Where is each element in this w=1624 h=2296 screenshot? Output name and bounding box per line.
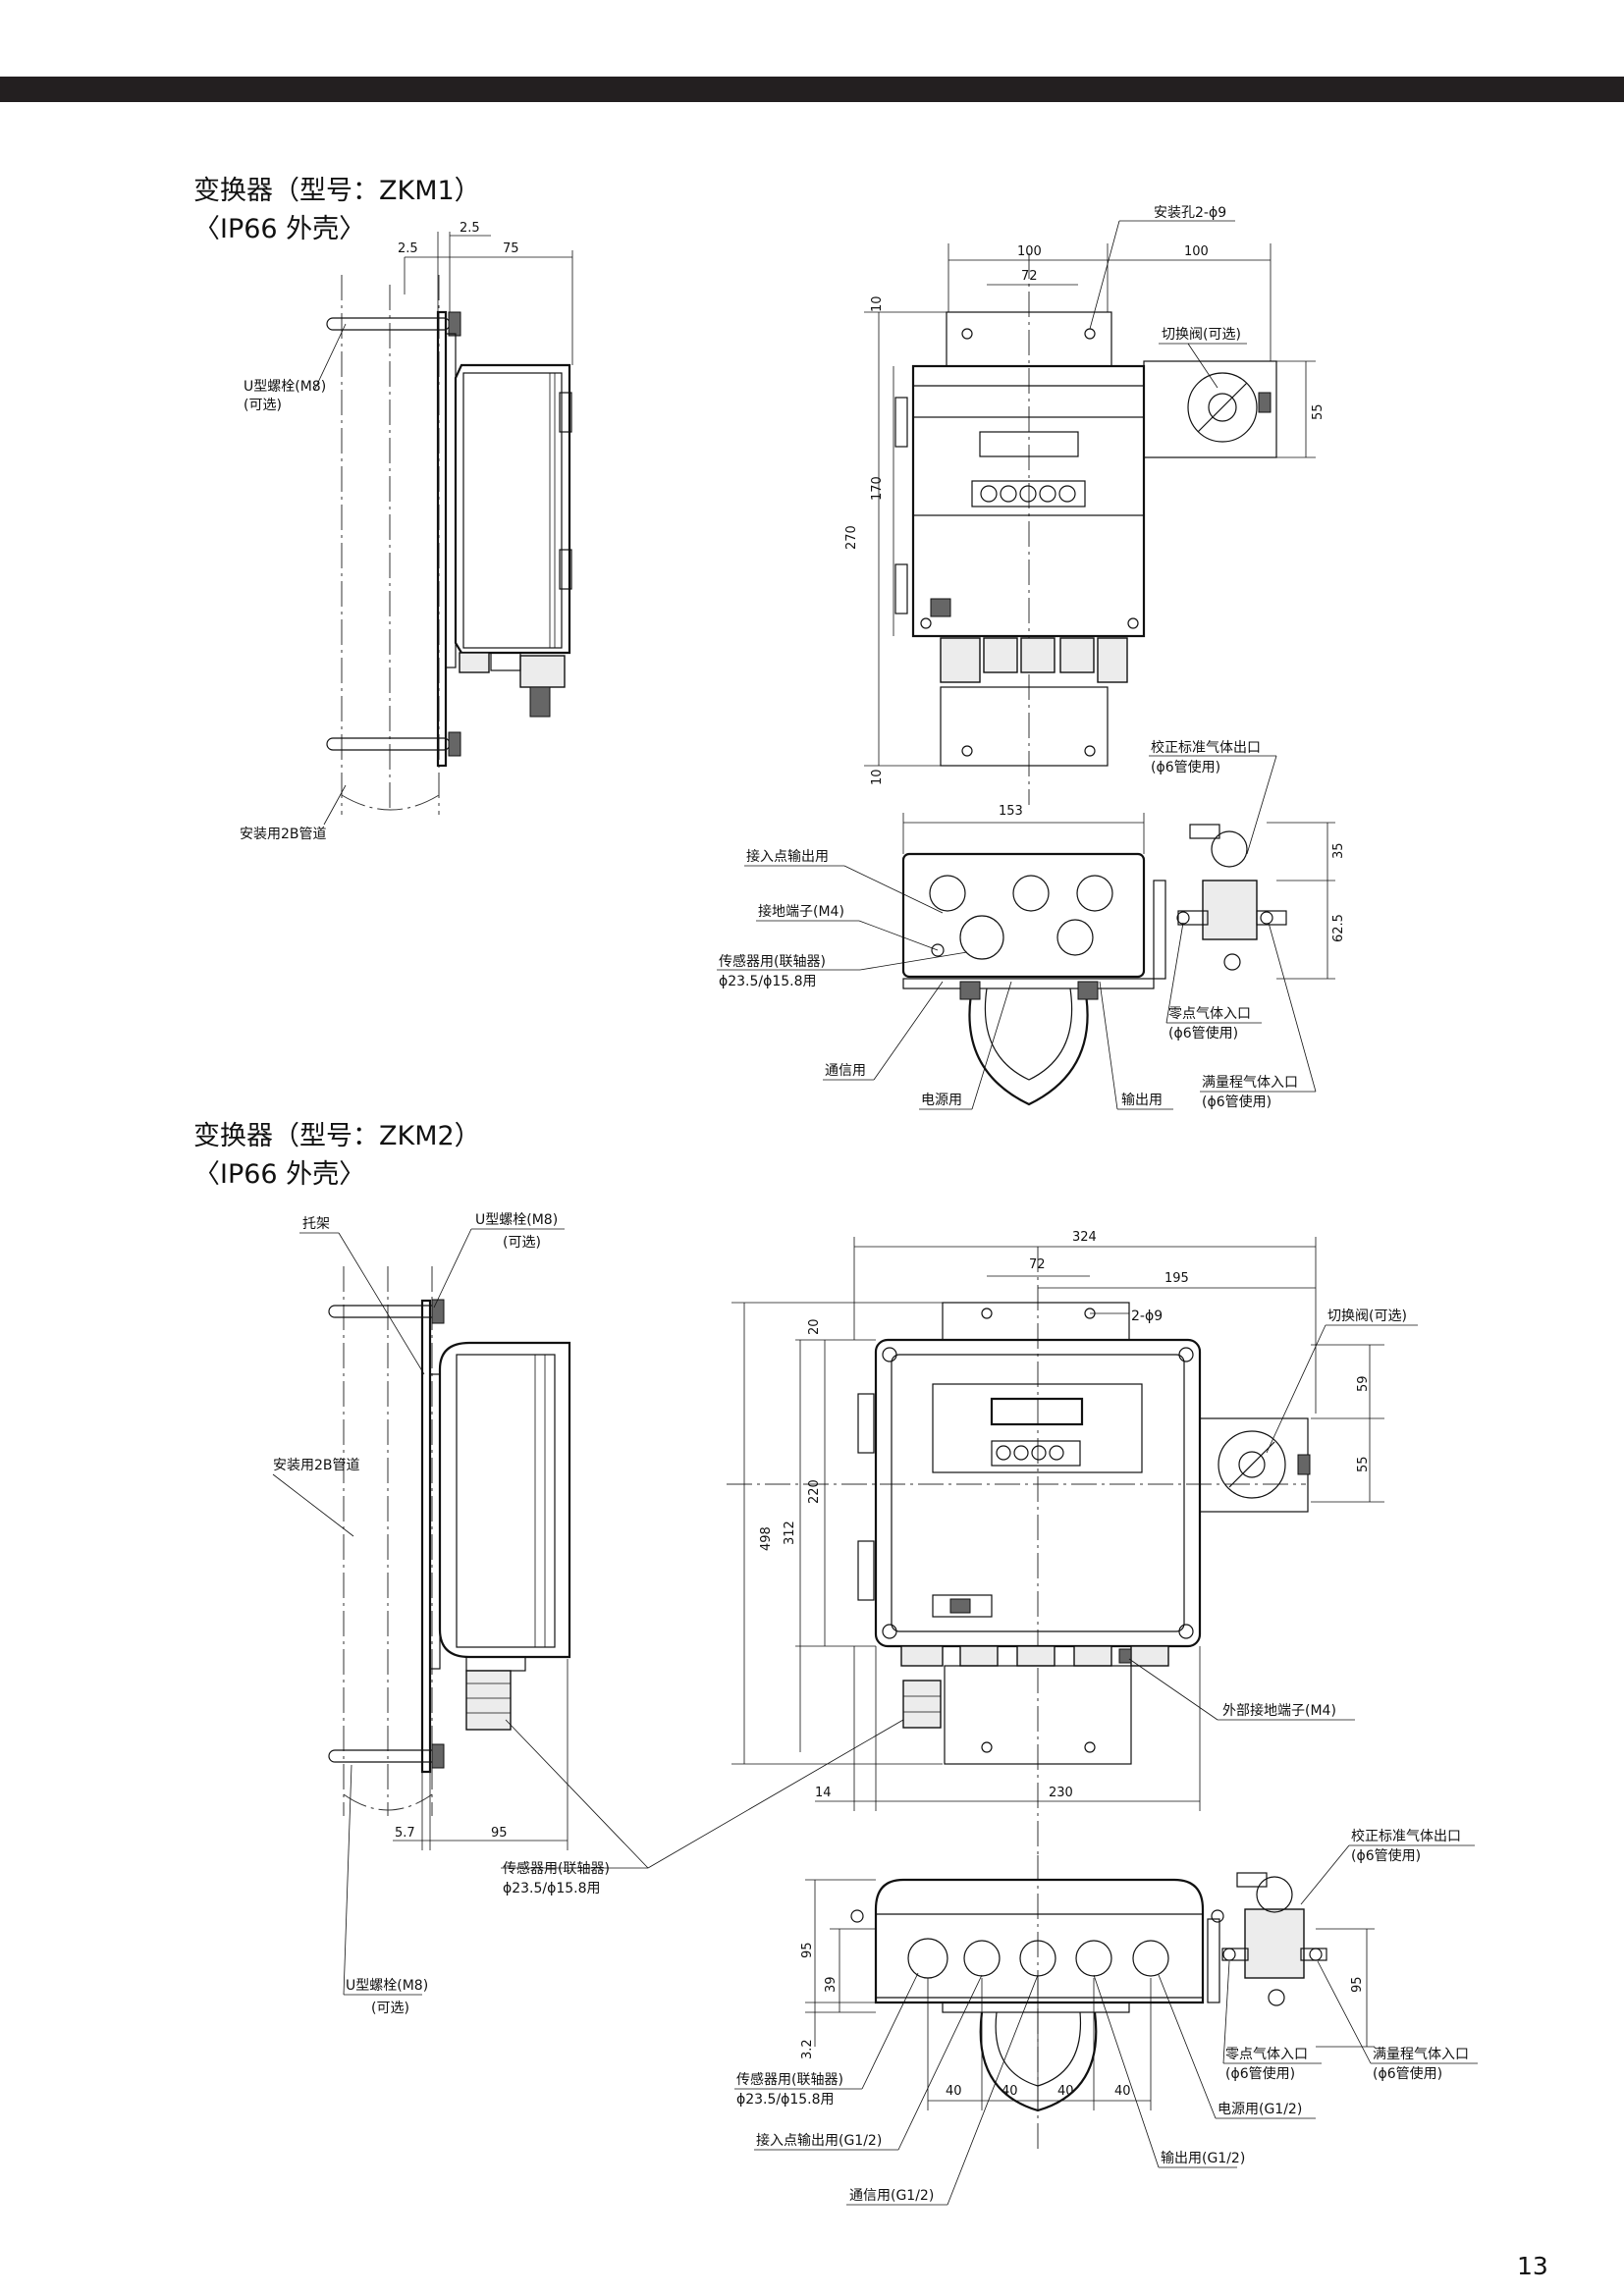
zkm2-b-dim-40b: 40 bbox=[1001, 2084, 1018, 2099]
zkm2-dim-195: 195 bbox=[1164, 1271, 1189, 1286]
zkm1-u-bolt-label: U型螺栓(M8) bbox=[244, 379, 326, 395]
zkm2-cal-out-label: 校正标准气体出口 bbox=[1351, 1828, 1461, 1844]
zkm1-comm-label: 通信用 bbox=[825, 1063, 866, 1079]
zkm1-ground-label: 接地端子(M4) bbox=[758, 903, 844, 920]
zkm2-switch-valve-label: 切换阀(可选) bbox=[1327, 1308, 1407, 1324]
zkm1-dim-35: 35 bbox=[1331, 842, 1346, 859]
zkm1-side-dim-2-5b: 2.5 bbox=[460, 221, 480, 236]
zkm2-dim-14: 14 bbox=[815, 1786, 832, 1800]
zkm1-zero-in-pipe: (ϕ6管使用) bbox=[1168, 1025, 1238, 1041]
zkm2-zero-in-pipe: (ϕ6管使用) bbox=[1225, 2065, 1295, 2082]
zkm2-b-dim-3-2: 3.2 bbox=[800, 2039, 815, 2059]
zkm2-span-in-pipe: (ϕ6管使用) bbox=[1373, 2065, 1442, 2082]
zkm2-b-dim-39: 39 bbox=[824, 1976, 839, 1993]
zkm1-pipe-label: 安装用2B管道 bbox=[240, 827, 327, 842]
zkm2-side-view: 5.7 95 托架 U型螺栓(M8) (可选) 安装用2B管道 传感器用(联轴器… bbox=[272, 1212, 904, 2016]
zkm2-pipe-label: 安装用2B管道 bbox=[273, 1458, 360, 1473]
zkm1-dim-72: 72 bbox=[1021, 269, 1038, 284]
zkm2-b-dim-40a: 40 bbox=[946, 2084, 962, 2099]
zkm2-b-sensor-size: ϕ23.5/ϕ15.8用 bbox=[736, 2092, 835, 2108]
zkm2-dim-20: 20 bbox=[807, 1318, 822, 1335]
zkm2-b-power-label: 电源用(G1/2) bbox=[1218, 2102, 1302, 2117]
zkm2-b-contact-out-label: 接入点输出用(G1/2) bbox=[756, 2132, 882, 2149]
zkm2-dim-324: 324 bbox=[1072, 1230, 1097, 1245]
zkm2-mount-hole-label: 2-ϕ9 bbox=[1131, 1308, 1163, 1324]
zkm1-u-bolt-opt: (可选) bbox=[244, 398, 282, 413]
zkm1-switch-valve-label: 切换阀(可选) bbox=[1162, 326, 1241, 343]
zkm2-b-dim-95: 95 bbox=[800, 1942, 815, 1958]
zkm2-side-dim-5-7: 5.7 bbox=[395, 1826, 415, 1841]
zkm2-ext-ground-label: 外部接地端子(M4) bbox=[1222, 1702, 1336, 1719]
zkm2-bracket-label: 托架 bbox=[302, 1216, 330, 1232]
zkm1-contact-out-label: 接入点输出用 bbox=[746, 848, 829, 865]
zkm2-u-bolt-bottom-opt: (可选) bbox=[371, 2001, 409, 2016]
zkm1-dim-153: 153 bbox=[999, 804, 1023, 819]
zkm2-dim-498: 498 bbox=[759, 1526, 774, 1551]
zkm1-cal-out-pipe: (ϕ6管使用) bbox=[1151, 759, 1220, 775]
zkm2-dim-59: 59 bbox=[1356, 1375, 1371, 1392]
zkm2-u-bolt-top-opt: (可选) bbox=[503, 1235, 541, 1251]
zkm2-title: 变换器（型号：ZKM2） bbox=[193, 1121, 481, 1151]
zkm1-dim-10b: 10 bbox=[870, 769, 885, 785]
zkm2-b-output-label: 输出用(G1/2) bbox=[1161, 2151, 1245, 2166]
zkm2-bottom-view: 95 39 3.2 40 40 40 40 95 校正标准气体出口 (ϕ6管使用… bbox=[734, 1828, 1478, 2206]
zkm2-zero-in-label: 零点气体入口 bbox=[1225, 2047, 1308, 2062]
zkm2-side-sensor-size: ϕ23.5/ϕ15.8用 bbox=[503, 1881, 601, 1896]
zkm2-b-comm-label: 通信用(G1/2) bbox=[849, 2188, 934, 2204]
zkm2-side-sensor-label: 传感器用(联轴器) bbox=[503, 1860, 610, 1877]
zkm1-sensor-label: 传感器用(联轴器) bbox=[719, 953, 826, 970]
zkm2-side-dim-95: 95 bbox=[491, 1826, 508, 1841]
zkm1-side-dim-2-5a: 2.5 bbox=[398, 241, 418, 256]
zkm2-b-sensor-label: 传感器用(联轴器) bbox=[736, 2071, 843, 2088]
zkm1-output-label: 输出用 bbox=[1121, 1093, 1163, 1108]
zkm1-dim-170: 170 bbox=[870, 476, 885, 501]
zkm1-dim-100a: 100 bbox=[1017, 244, 1042, 259]
zkm2-cal-out-pipe: (ϕ6管使用) bbox=[1351, 1847, 1421, 1864]
zkm1-dim-62-5: 62.5 bbox=[1331, 914, 1346, 942]
zkm2-dim-230: 230 bbox=[1049, 1786, 1073, 1800]
zkm2-dim-312: 312 bbox=[783, 1521, 797, 1545]
zkm2-front-view: 324 72 195 498 312 220 20 59 55 14 230 2… bbox=[727, 1230, 1418, 1855]
zkm1-dim-10a: 10 bbox=[870, 295, 885, 312]
zkm1-bottom-view: 153 35 62.5 接入点输出用 接地端子(M4) 传感器用(联轴器) ϕ2… bbox=[717, 739, 1346, 1110]
zkm1-dim-270: 270 bbox=[844, 525, 859, 550]
zkm1-power-label: 电源用 bbox=[921, 1093, 962, 1108]
zkm1-front-view: 100 100 72 270 170 10 10 55 安装孔2-ϕ9 切换阀(… bbox=[844, 205, 1326, 805]
zkm2-b-dim-40d: 40 bbox=[1114, 2084, 1131, 2099]
zkm1-side-dim-75: 75 bbox=[503, 241, 519, 256]
zkm2-u-bolt-bottom-label: U型螺栓(M8) bbox=[346, 1978, 428, 1994]
header-bar bbox=[0, 77, 1624, 102]
zkm2-b-dim-95-right: 95 bbox=[1350, 1976, 1365, 1993]
zkm2-b-dim-40c: 40 bbox=[1057, 2084, 1074, 2099]
zkm1-dim-55: 55 bbox=[1311, 403, 1326, 420]
zkm1-dim-100b: 100 bbox=[1184, 244, 1209, 259]
zkm1-mount-hole-label: 安装孔2-ϕ9 bbox=[1154, 205, 1226, 221]
zkm1-title: 变换器（型号：ZKM1） bbox=[193, 176, 481, 206]
zkm1-span-in-label: 满量程气体入口 bbox=[1202, 1075, 1298, 1091]
zkm1-span-in-pipe: (ϕ6管使用) bbox=[1202, 1094, 1272, 1110]
zkm1-side-view: 2.5 2.5 75 U型螺栓(M8) (可选) 安装用2B管道 bbox=[240, 221, 573, 842]
zkm1-cal-out-label: 校正标准气体出口 bbox=[1151, 739, 1261, 756]
zkm2-span-in-label: 满量程气体入口 bbox=[1373, 2047, 1469, 2062]
zkm2-dim-220: 220 bbox=[807, 1479, 822, 1504]
zkm1-sensor-size: ϕ23.5/ϕ15.8用 bbox=[719, 974, 817, 989]
zkm1-zero-in-label: 零点气体入口 bbox=[1168, 1006, 1251, 1022]
zkm2-dim-72: 72 bbox=[1029, 1257, 1046, 1272]
page-number: 13 bbox=[1517, 2252, 1548, 2280]
zkm2-u-bolt-top-label: U型螺栓(M8) bbox=[475, 1212, 558, 1228]
zkm2-subtitle: 〈IP66 外壳〉 bbox=[193, 1159, 366, 1190]
zkm2-dim-55: 55 bbox=[1356, 1456, 1371, 1472]
zkm1-subtitle: 〈IP66 外壳〉 bbox=[193, 214, 366, 244]
